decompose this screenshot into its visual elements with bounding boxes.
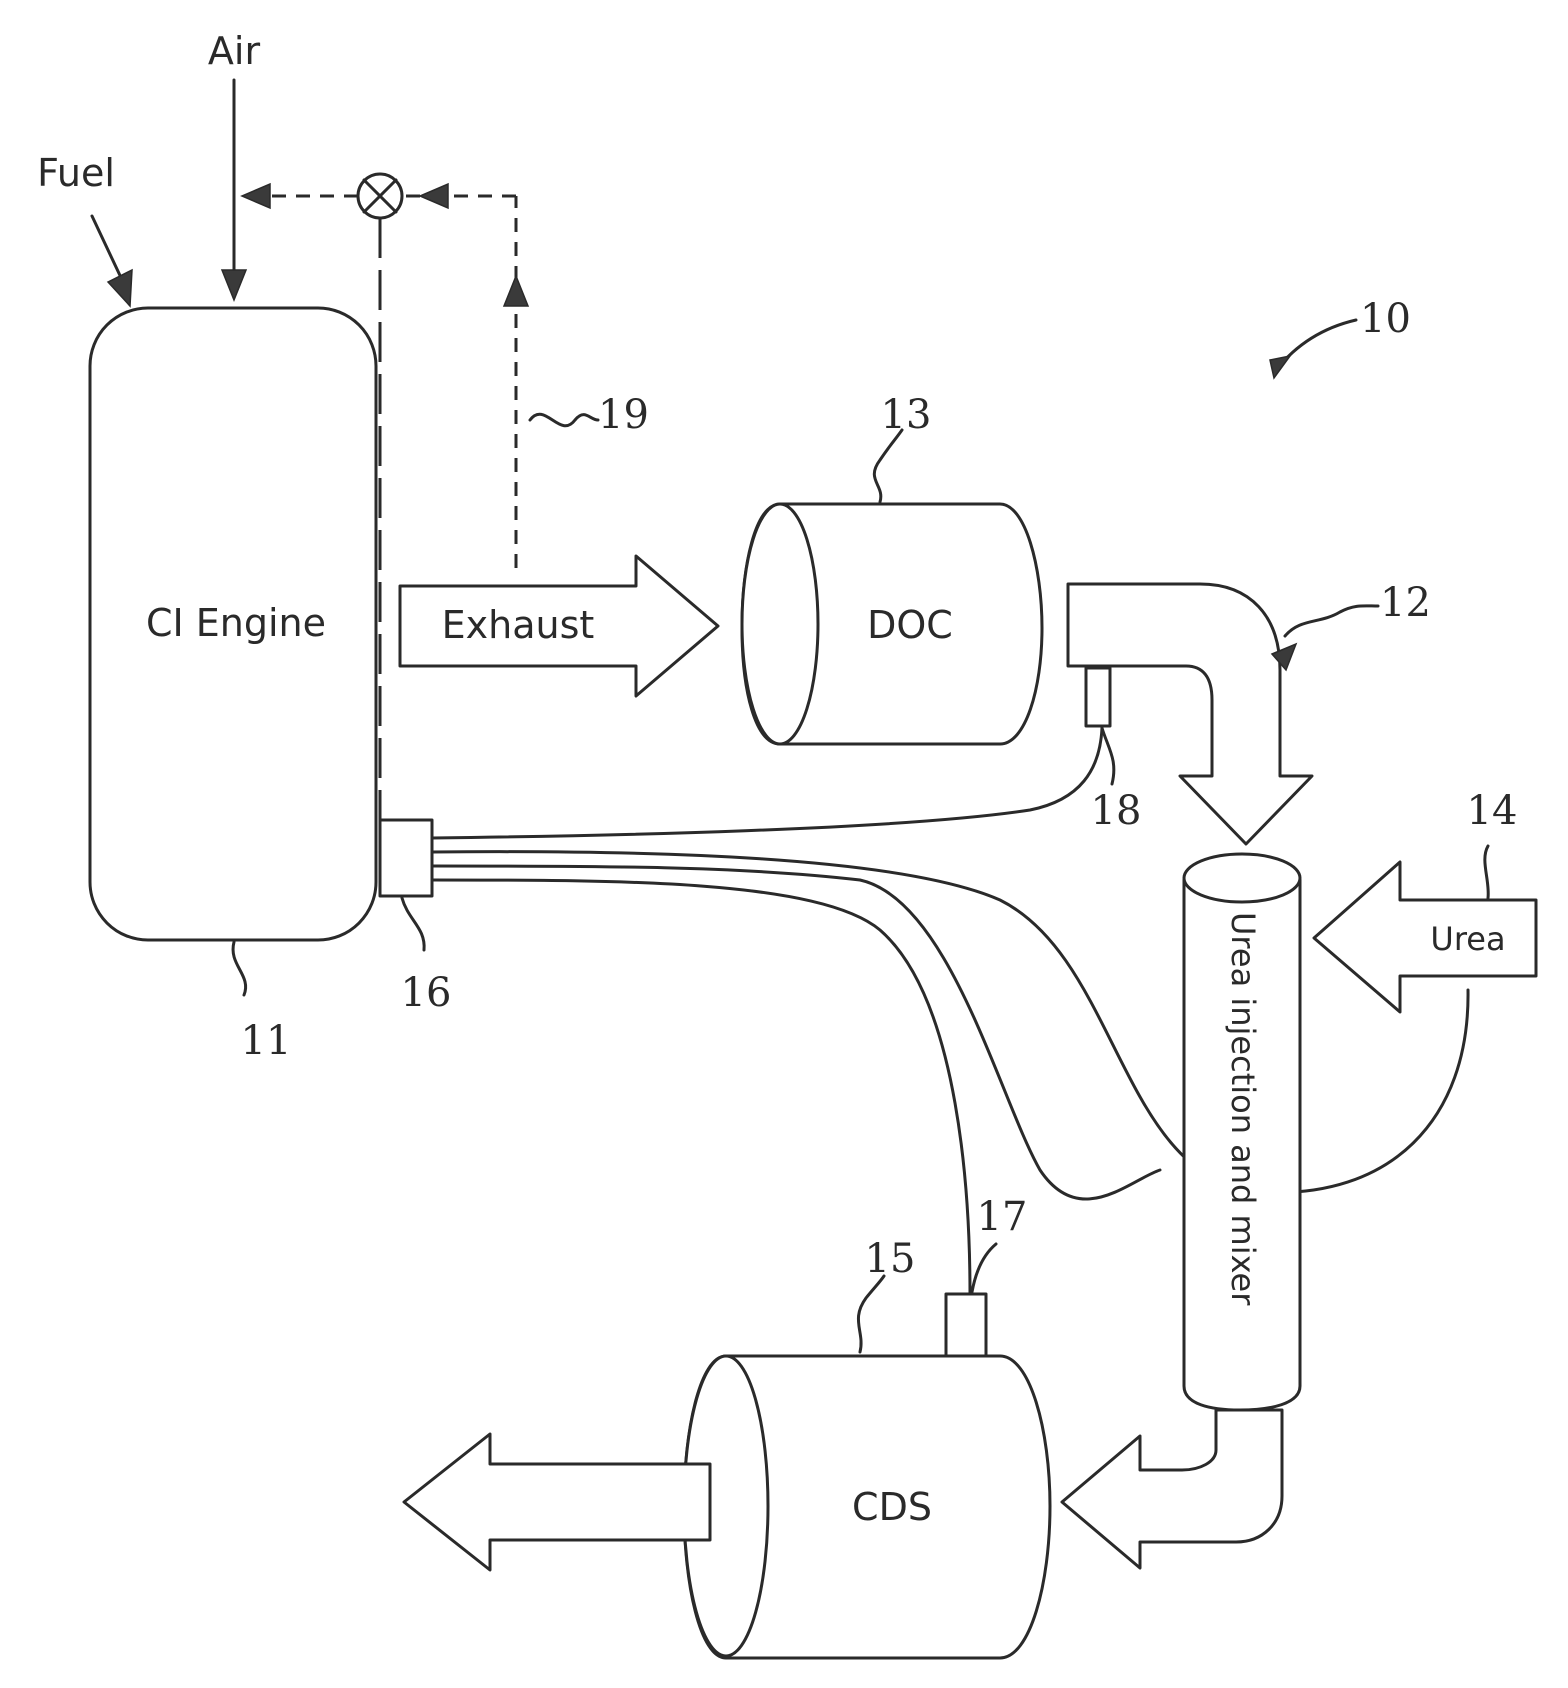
ref-10-pointer: 10	[1270, 296, 1411, 378]
urea-injector: Urea 14	[1314, 788, 1536, 1012]
ref-11: 11	[241, 1018, 292, 1064]
fuel-arrowhead-icon	[108, 270, 132, 306]
doc-label: DOC	[867, 603, 953, 647]
mixer-label: Urea injection and mixer	[1224, 912, 1262, 1306]
pipe-to-cds	[1062, 1410, 1282, 1568]
cds-cylinder: CDS 15	[684, 1236, 1050, 1658]
cds-label: CDS	[852, 1485, 932, 1529]
ci-engine: CI Engine 11	[90, 308, 376, 1064]
controller-wires	[432, 728, 1468, 1294]
ref-16: 16	[401, 970, 452, 1016]
doc-cylinder: DOC 13	[742, 392, 1042, 744]
ref-10: 10	[1360, 296, 1411, 342]
engine-label: CI Engine	[146, 601, 326, 645]
urea-mixer: Urea injection and mixer	[1184, 854, 1300, 1410]
egr-valve-icon	[358, 174, 402, 218]
ref-13: 13	[881, 392, 932, 438]
ref-19: 19	[598, 392, 649, 438]
system-pointer-icon	[1270, 356, 1290, 378]
ref-17: 17	[977, 1194, 1028, 1240]
ref-18: 18	[1091, 788, 1142, 834]
exhaust-label: Exhaust	[442, 603, 595, 647]
egr-left-arrow-icon	[420, 184, 448, 208]
air-label: Air	[208, 29, 261, 73]
exhaust-arrow: Exhaust	[400, 556, 718, 696]
controller-16: 16	[380, 820, 451, 1016]
urea-label: Urea	[1430, 920, 1505, 958]
ref-12: 12	[1380, 580, 1431, 626]
fuel-label: Fuel	[37, 151, 115, 195]
air-arrowhead-icon	[222, 270, 246, 300]
outlet-arrow	[404, 1434, 710, 1570]
ref-14: 14	[1467, 788, 1518, 834]
ref-15: 15	[865, 1236, 916, 1282]
air-input: Air	[208, 29, 261, 300]
sensor-18: 18	[1086, 668, 1141, 834]
sensor-17: 17	[946, 1194, 1027, 1356]
egr-inlet-arrow-icon	[242, 184, 270, 208]
fuel-input: Fuel	[37, 151, 132, 306]
egr-up-arrow-icon	[504, 276, 528, 306]
